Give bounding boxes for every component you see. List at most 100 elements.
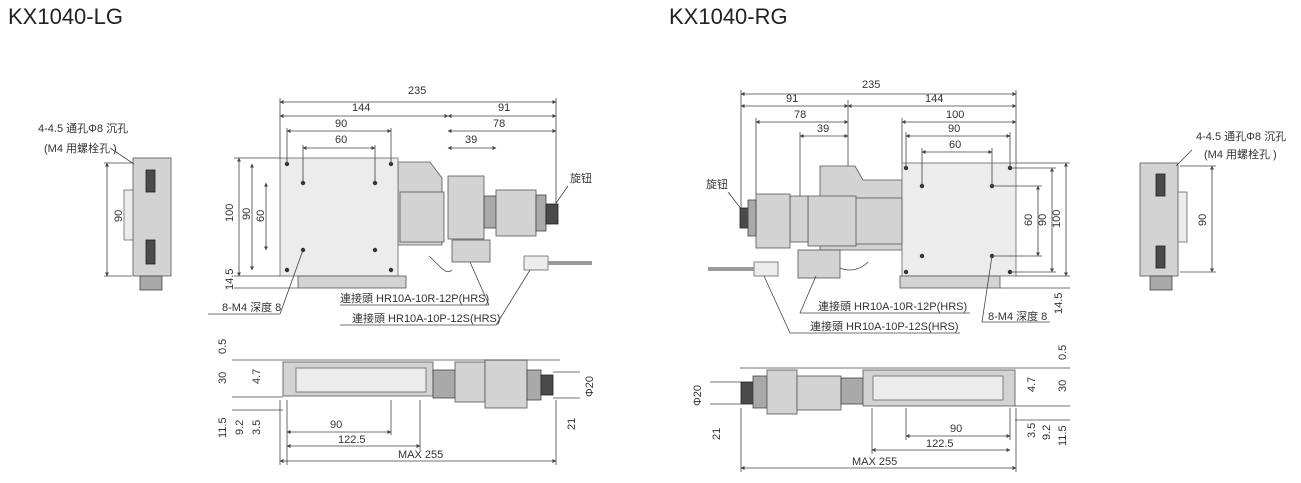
right-dim-39: 39 (817, 123, 829, 135)
left-bdim-4-7: 4.7 (251, 369, 263, 384)
right-front-motor (766, 369, 798, 415)
left-bdim-30: 30 (217, 372, 229, 384)
right-front-knob (740, 381, 754, 405)
left-side-view: 90 4-4.5 通孔Φ8 沉孔 (M4 用螺栓孔 ) (38, 122, 172, 291)
right-front-cap (752, 375, 768, 409)
right-bdim-21: 21 (711, 428, 723, 440)
left-dim-60: 60 (335, 134, 347, 146)
left-coupling-ring (483, 195, 497, 229)
left-motor-cap (535, 194, 547, 232)
left-dim-78: 78 (493, 118, 505, 130)
left-vdim-60: 60 (255, 210, 267, 222)
right-dim-235: 235 (862, 79, 880, 91)
right-side-dim-90: 90 (1197, 214, 1209, 226)
left-motor (495, 189, 537, 237)
right-coupling-ring (789, 195, 809, 243)
left-conn1-label: 連接頭 HR10A-10R-12P(HRS) (340, 291, 489, 305)
right-dim-78: 78 (794, 109, 806, 121)
right-tap-label: 8-M4 深度 8 (988, 309, 1047, 323)
left-dim-90: 90 (335, 118, 347, 130)
left-front-motor-a (454, 361, 486, 403)
right-vdim-14-5: 14.5 (1053, 293, 1065, 314)
right-bdim-max: MAX 255 (852, 456, 897, 468)
left-front-motor (484, 359, 528, 409)
right-side-connector-bottom (1155, 245, 1166, 269)
left-bdim-3-5: 3.5 (251, 420, 263, 435)
right-screw-cover (854, 197, 903, 245)
right-front-coupler-ring (840, 377, 864, 405)
right-drawing: 235 91 144 78 100 39 90 60 (692, 79, 1286, 472)
left-knob-label: 旋钮 (570, 171, 592, 185)
right-motor-cap (747, 199, 757, 237)
right-bdim-30: 30 (1057, 380, 1069, 392)
left-side-knob (139, 275, 163, 291)
right-coupling (807, 195, 857, 247)
left-hole-label-2: (M4 用螺栓孔 ) (44, 141, 117, 155)
right-side-connector-top (1155, 173, 1166, 197)
right-dim-90: 90 (948, 123, 960, 135)
right-side-flange (1177, 191, 1188, 243)
left-front-table (295, 367, 427, 393)
right-bdim-4-7: 4.7 (1026, 377, 1038, 392)
right-vdim-90: 90 (1037, 214, 1049, 226)
right-side-knob (1149, 275, 1173, 291)
left-hole-label-1: 4-4.5 通孔Φ8 沉孔 (38, 122, 128, 135)
left-tap-label: 8-M4 深度 8 (222, 300, 281, 314)
right-connector-box (797, 249, 841, 279)
left-vdim-100: 100 (224, 204, 236, 222)
right-vdim-60: 60 (1023, 214, 1035, 226)
left-screw-cover (399, 191, 445, 243)
right-conn1-label: 連接頭 HR10A-10R-12P(HRS) (818, 299, 967, 313)
left-top-view: 235 144 91 90 78 60 39 100 90 60 (208, 85, 592, 326)
left-side-connector-top (145, 169, 156, 193)
right-conn2-label: 連接頭 HR10A-10P-12S(HRS) (810, 319, 959, 333)
left-plug (523, 255, 549, 271)
left-model-title: KX1040-LG (8, 4, 123, 29)
left-cable (428, 255, 453, 273)
right-bdim-122-5: 122.5 (926, 438, 954, 450)
right-front-view: Φ20 21 0.5 4.7 30 3.5 9.2 11.5 90 122.5 … (692, 345, 1070, 472)
right-model-title: KX1040-RG (669, 4, 788, 29)
right-front-coupler (796, 375, 842, 411)
right-stage-table (901, 162, 1017, 277)
right-bdim-9-2: 9.2 (1041, 425, 1053, 440)
right-bdim-11-5: 11.5 (1057, 425, 1069, 446)
left-connector-box (451, 239, 491, 263)
left-drawing: 90 4-4.5 通孔Φ8 沉孔 (M4 用螺栓孔 ) (38, 85, 596, 465)
right-plug (753, 261, 779, 277)
right-hole-label-2: (M4 用螺栓孔 ) (1204, 147, 1277, 161)
left-front-coupler (432, 369, 456, 399)
left-coupling (447, 175, 485, 240)
right-stage-base (899, 275, 1001, 289)
left-bdim-90: 90 (330, 419, 342, 431)
right-bdim-0-5: 0.5 (1057, 345, 1069, 360)
left-bdim-21: 21 (566, 418, 578, 430)
right-vdim-100: 100 (1051, 210, 1063, 228)
left-dim-39: 39 (465, 134, 477, 146)
left-stage-base (297, 275, 407, 289)
left-side-flange (123, 189, 134, 241)
left-bdim-phi20: Φ20 (584, 376, 596, 397)
right-hole-label-1: 4-4.5 通孔Φ8 沉孔 (1196, 130, 1286, 143)
left-stage-table (279, 157, 399, 277)
right-side-view: 90 4-4.5 通孔Φ8 沉孔 (M4 用螺栓孔 ) (1139, 130, 1286, 291)
left-bdim-0-5: 0.5 (217, 339, 229, 354)
right-front-table (872, 375, 1004, 401)
left-bdim-9-2: 9.2 (234, 420, 246, 435)
left-front-cap (526, 369, 542, 401)
right-dim-144: 144 (925, 93, 943, 105)
left-dim-91: 91 (498, 102, 510, 114)
right-knob-label: 旋钮 (706, 177, 728, 191)
left-knob (545, 203, 559, 225)
right-dim-91: 91 (786, 93, 798, 105)
left-front-view: 0.5 30 4.7 11.5 9.2 3.5 90 122.5 MAX 255… (217, 339, 596, 465)
left-bdim-11-5: 11.5 (217, 417, 229, 438)
left-bdim-122-5: 122.5 (338, 434, 366, 446)
right-cable (839, 261, 869, 271)
right-top-view: 235 91 144 78 100 39 90 60 (706, 79, 1070, 334)
right-motor (755, 193, 791, 249)
left-vdim-90: 90 (241, 208, 253, 220)
left-dim-235: 235 (408, 85, 426, 97)
left-conn2-label: 連接頭 HR10A-10P-12S(HRS) (352, 311, 501, 325)
